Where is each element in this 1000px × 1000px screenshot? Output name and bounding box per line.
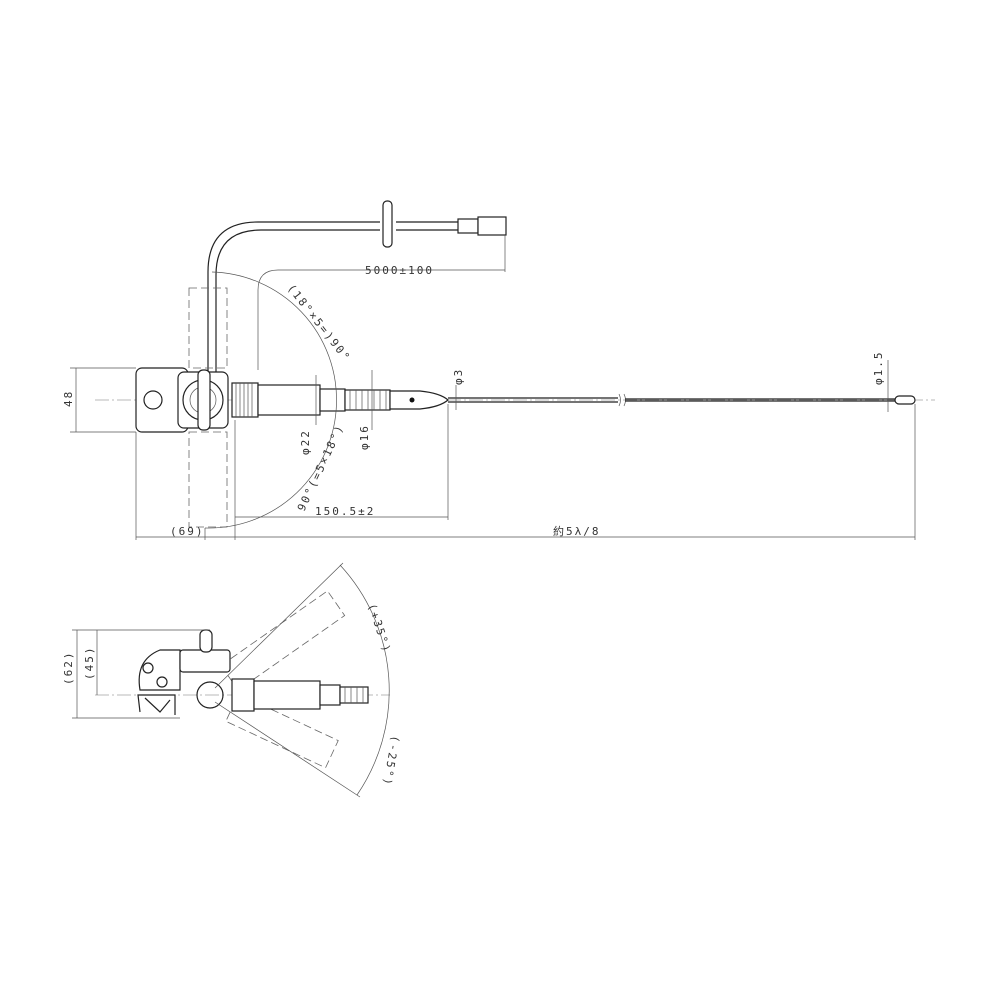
base-length-dimension [234, 404, 449, 540]
element-tip-diameter-label: φ1.5 [872, 351, 885, 386]
element-base-diameter-label: φ3 [452, 368, 465, 385]
offset-label: (69) [170, 525, 205, 538]
cable-length-label: 5000±100 [365, 264, 434, 277]
knob [199, 629, 213, 653]
spring [339, 686, 369, 704]
grip-diameter-label: φ22 [299, 429, 312, 455]
screw-icon [156, 676, 168, 688]
tilt-up-label: (+35°) [365, 602, 393, 655]
housing-height-label: 48 [62, 390, 75, 407]
element-tip-cone [389, 390, 449, 410]
rotation-arc [204, 271, 337, 529]
knurled-grip [231, 678, 255, 712]
ball-joint [196, 681, 224, 709]
height-dimension [72, 629, 210, 719]
top-view: 5000±100 (18°×5=)90° 90°(=5×18°) 48 φ22 … [62, 200, 935, 540]
cable [207, 221, 380, 372]
spring-diameter-label: φ16 [358, 424, 371, 450]
rotation-angle-label: (18°×5=)90° [285, 282, 354, 365]
tilt-up-position [220, 590, 346, 691]
cable-flange [382, 200, 393, 248]
side-view: (62) (45) (+35°) (-25°) [62, 562, 402, 798]
element-length-label: 約5λ/8 [553, 524, 601, 538]
screw-icon [142, 662, 154, 674]
spring [344, 389, 391, 411]
antenna-base [257, 384, 321, 416]
knob [197, 369, 211, 431]
base-length-label: 150.5±2 [315, 505, 375, 518]
overall-length-dimension [135, 404, 916, 540]
height-dimension [70, 367, 136, 433]
break-mark [618, 393, 626, 407]
tilt-down-label: (-25°) [380, 734, 402, 787]
bracket [138, 649, 181, 691]
tilt-arc [339, 564, 390, 796]
cable-length-dimension [257, 235, 506, 370]
clip [137, 694, 176, 715]
element-end-cap [894, 395, 916, 405]
center-height-label: (45) [83, 646, 96, 681]
screw-icon [143, 390, 163, 410]
knob-alt-position [188, 287, 228, 369]
connector [457, 218, 479, 234]
total-height-label: (62) [62, 651, 75, 686]
